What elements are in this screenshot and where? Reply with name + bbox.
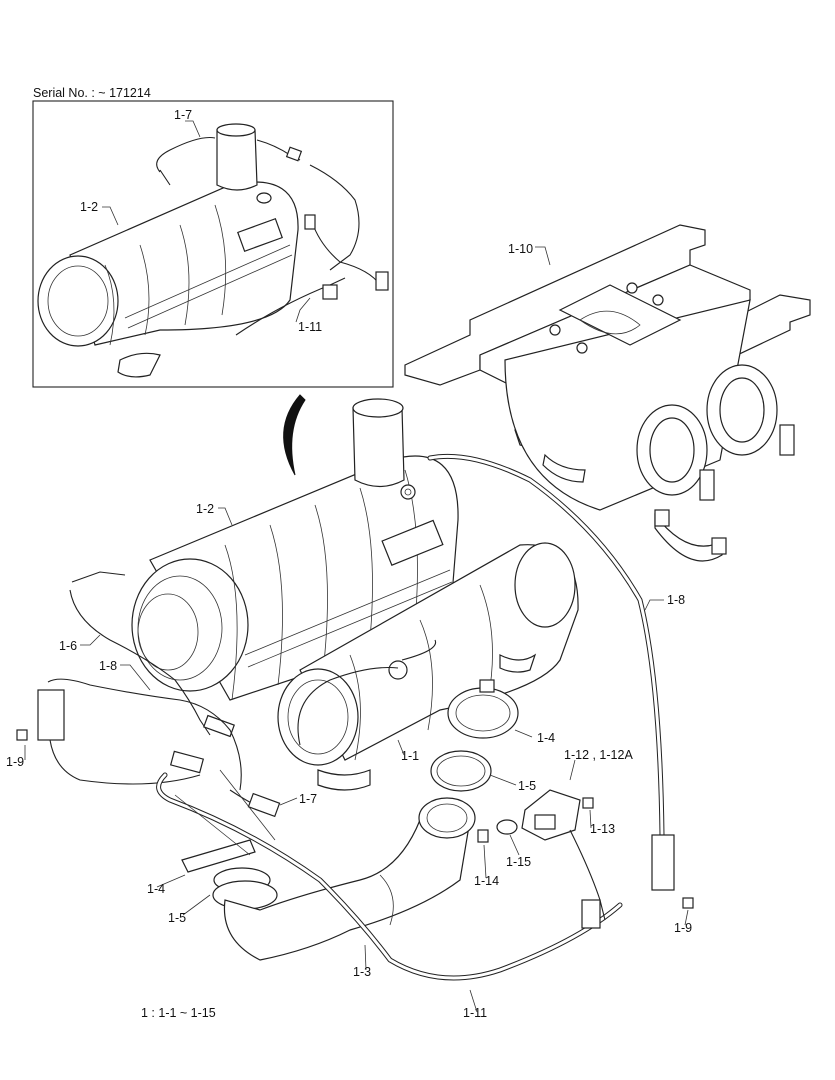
- callout-inset-1-11: 1-11: [298, 320, 323, 334]
- callout-1-7: 1-7: [299, 792, 318, 806]
- pressure-sensor: [521, 789, 581, 841]
- bolt-1-13: [582, 797, 594, 809]
- bolt-1-9-right: [682, 897, 694, 909]
- callout-1-10: 1-10: [508, 242, 534, 256]
- callout-1-4-left: 1-4: [147, 882, 166, 896]
- callout-inset-1-2: 1-2: [80, 200, 99, 214]
- callout-1-12: 1-12 , 1-12A: [564, 748, 633, 762]
- elbow-pipe: [223, 797, 476, 961]
- inset-view: [32, 100, 394, 388]
- callout-1-8-left: 1-8: [99, 659, 118, 673]
- callout-1-9-left: 1-9: [6, 755, 25, 769]
- callout-1-9-right: 1-9: [674, 921, 693, 935]
- mounting-bracket: [404, 224, 811, 562]
- callout-1-2: 1-2: [196, 502, 215, 516]
- bolt-1-14: [477, 829, 489, 843]
- callout-1-1: 1-1: [401, 749, 420, 763]
- callout-1-8-right: 1-8: [667, 593, 686, 607]
- main-doc-canister: [277, 542, 579, 791]
- assembly-direction-arrow: [283, 394, 306, 476]
- callout-1-3: 1-3: [353, 965, 372, 979]
- leader-lines: [24, 120, 689, 1013]
- callout-inset-1-7: 1-7: [174, 108, 193, 122]
- washer-1-15: [496, 819, 518, 835]
- inset-dpf-canister: [37, 123, 299, 378]
- callout-1-13: 1-13: [590, 822, 616, 836]
- clamp-left: [181, 839, 256, 873]
- callout-1-14: 1-14: [474, 874, 500, 888]
- callout-1-11: 1-11: [463, 1006, 488, 1020]
- bolt-1-9-left: [16, 729, 28, 741]
- assembly-legend: 1 : 1-1 ~ 1-15: [141, 1006, 216, 1020]
- serial-number-note: Serial No. : ~ 171214: [33, 86, 151, 100]
- callout-1-15: 1-15: [506, 855, 532, 869]
- clamp-right: [447, 679, 519, 739]
- gasket-right: [430, 750, 492, 792]
- sensor-harnesses: [37, 453, 675, 981]
- callout-1-4-right: 1-4: [537, 731, 556, 745]
- callout-1-5-left: 1-5: [168, 911, 187, 925]
- callout-1-6: 1-6: [59, 639, 78, 653]
- callout-1-5-right: 1-5: [518, 779, 537, 793]
- gasket-left: [212, 867, 278, 910]
